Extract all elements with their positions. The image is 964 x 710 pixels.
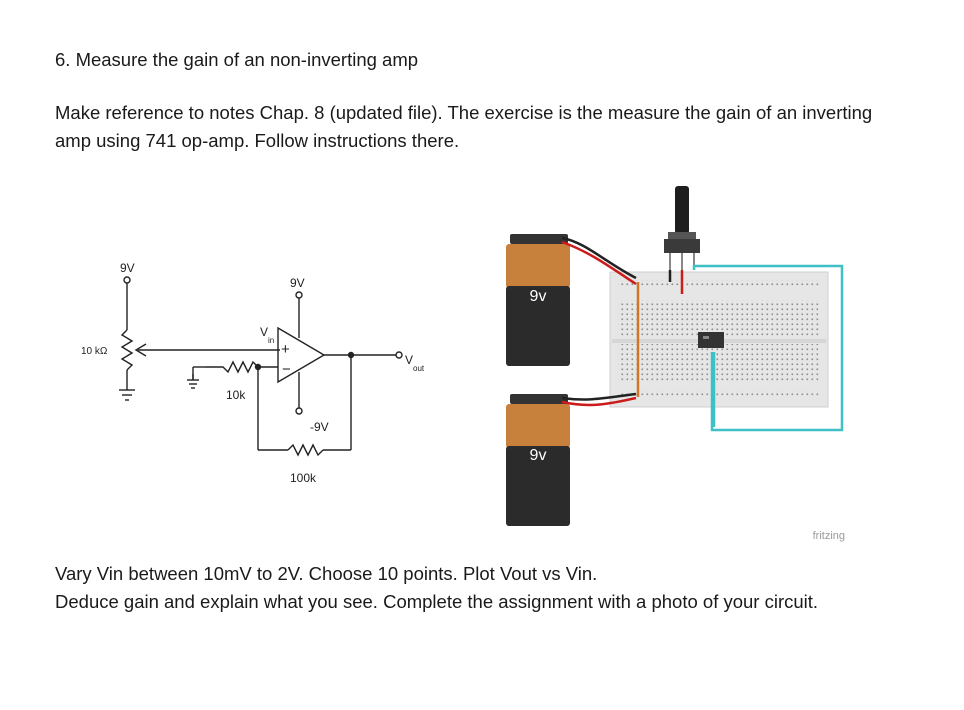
- followup-line-2: Deduce gain and explain what you see. Co…: [55, 591, 819, 612]
- followup-line-1: Vary Vin between 10mV to 2V. Choose 10 p…: [55, 563, 598, 584]
- vout-subscript: out: [413, 364, 425, 373]
- opamp-chip: [698, 332, 724, 348]
- resistor-100k: [287, 443, 324, 457]
- potentiometer: [675, 186, 689, 234]
- task-followup: Vary Vin between 10mV to 2V. Choose 10 p…: [55, 560, 925, 616]
- neg-supply-label: -9V: [310, 420, 329, 434]
- resistor-10k: [205, 360, 259, 374]
- pot-value-label: 10 kΩ: [81, 346, 108, 357]
- minus-input-sign: −: [282, 361, 291, 378]
- resistor-10k-label: 10k: [226, 388, 246, 402]
- battery-top: 9v: [506, 234, 570, 366]
- plus-input-sign: +: [281, 341, 290, 358]
- vin-label: V: [260, 325, 268, 339]
- resistor-100k-label: 100k: [290, 471, 317, 485]
- battery-top-label: 9v: [530, 288, 547, 305]
- battery-bottom: 9v: [506, 394, 570, 526]
- battery-bottom-label: 9v: [530, 447, 547, 464]
- task-title: 6. Measure the gain of an non-inverting …: [55, 49, 419, 70]
- pot-supply-label: 9V: [120, 261, 135, 275]
- opamp-schematic: 9V 10 kΩ 9V -9V V in + − V out 10k 100k: [81, 261, 425, 485]
- potentiometer-resistor: [120, 329, 134, 371]
- pos-supply-label: 9V: [290, 276, 305, 290]
- task-instructions: Make reference to notes Chap. 8 (updated…: [55, 102, 873, 151]
- vout-label: V: [405, 353, 413, 367]
- fritzing-watermark: fritzing: [813, 530, 845, 542]
- opamp-symbol: [277, 326, 326, 384]
- breadboard-illustration: 9v 9v fritzing: [506, 186, 845, 542]
- vin-subscript: in: [268, 336, 274, 345]
